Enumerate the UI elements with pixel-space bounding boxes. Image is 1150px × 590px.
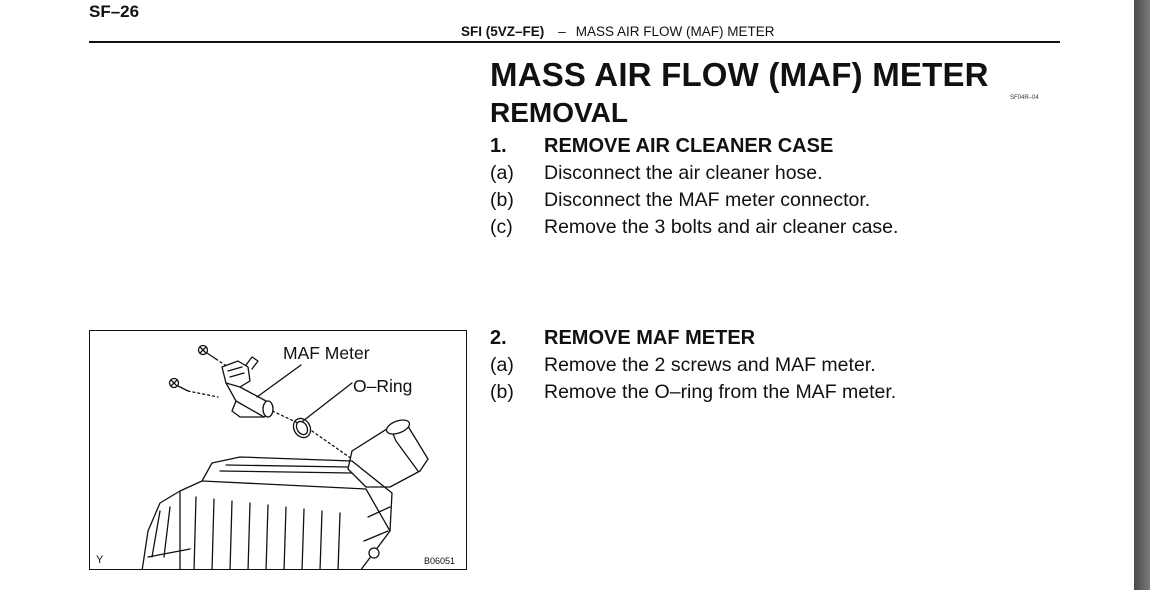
substep-text: Remove the 3 bolts and air cleaner case. [544,216,899,238]
step-heading: 1. REMOVE AIR CLEANER CASE [490,133,1050,160]
header-dash: – [558,24,566,39]
step-2: 2. REMOVE MAF METER (a) Remove the 2 scr… [490,325,1050,406]
page-title: MASS AIR FLOW (MAF) METER [490,56,989,93]
section-title: REMOVAL [490,97,628,128]
step-number: 1. [490,135,507,157]
label-maf-meter: MAF Meter [283,343,370,363]
substep-text: Disconnect the air cleaner hose. [544,162,823,184]
page-number: SF–26 [89,2,140,21]
step-heading: 2. REMOVE MAF METER [490,325,1050,352]
header-rule [89,41,1060,43]
header-section: SFI (5VZ–FE) [461,24,545,39]
running-header: SFI (5VZ–FE)–MASS AIR FLOW (MAF) METER [461,24,775,39]
screw-lower [168,377,189,392]
step-number: 2. [490,327,507,349]
figure-id: B06051 [424,556,456,566]
substep: (c) Remove the 3 bolts and air cleaner c… [490,214,1050,241]
intake-pipe [347,419,429,488]
maf-meter-illustration [141,344,429,569]
step-title: REMOVE AIR CLEANER CASE [544,135,834,157]
leader-oring [302,382,353,422]
substep: (a) Disconnect the air cleaner hose. [490,160,1050,187]
maf-meter-figure: MAF Meter O–Ring B06051 Y [89,330,467,570]
figure-corner-mark: Y [96,554,104,566]
substep-letter: (b) [490,189,514,211]
maf-meter-part [221,356,274,418]
doc-code: SF04R–04 [1010,95,1039,101]
substep-letter: (b) [490,381,514,403]
substep-text: Remove the 2 screws and MAF meter. [544,354,876,376]
header-topic: MASS AIR FLOW (MAF) METER [575,24,775,39]
o-ring-part [292,417,312,439]
substep: (b) Disconnect the MAF meter connector. [490,187,1050,214]
label-o-ring: O–Ring [353,376,413,396]
screw-upper [197,344,217,360]
substep-letter: (c) [490,216,513,238]
substep-letter: (a) [490,354,514,376]
substep: (a) Remove the 2 screws and MAF meter. [490,352,1050,379]
viewer-background [1134,0,1150,590]
step-1: 1. REMOVE AIR CLEANER CASE (a) Disconnec… [490,133,1050,241]
substep-text: Disconnect the MAF meter connector. [544,189,871,211]
air-cleaner-case [141,456,393,569]
leader-maf [256,364,302,398]
substep-letter: (a) [490,162,514,184]
step-title: REMOVE MAF METER [544,327,756,349]
substep: (b) Remove the O–ring from the MAF meter… [490,379,1050,406]
substep-text: Remove the O–ring from the MAF meter. [544,381,897,403]
